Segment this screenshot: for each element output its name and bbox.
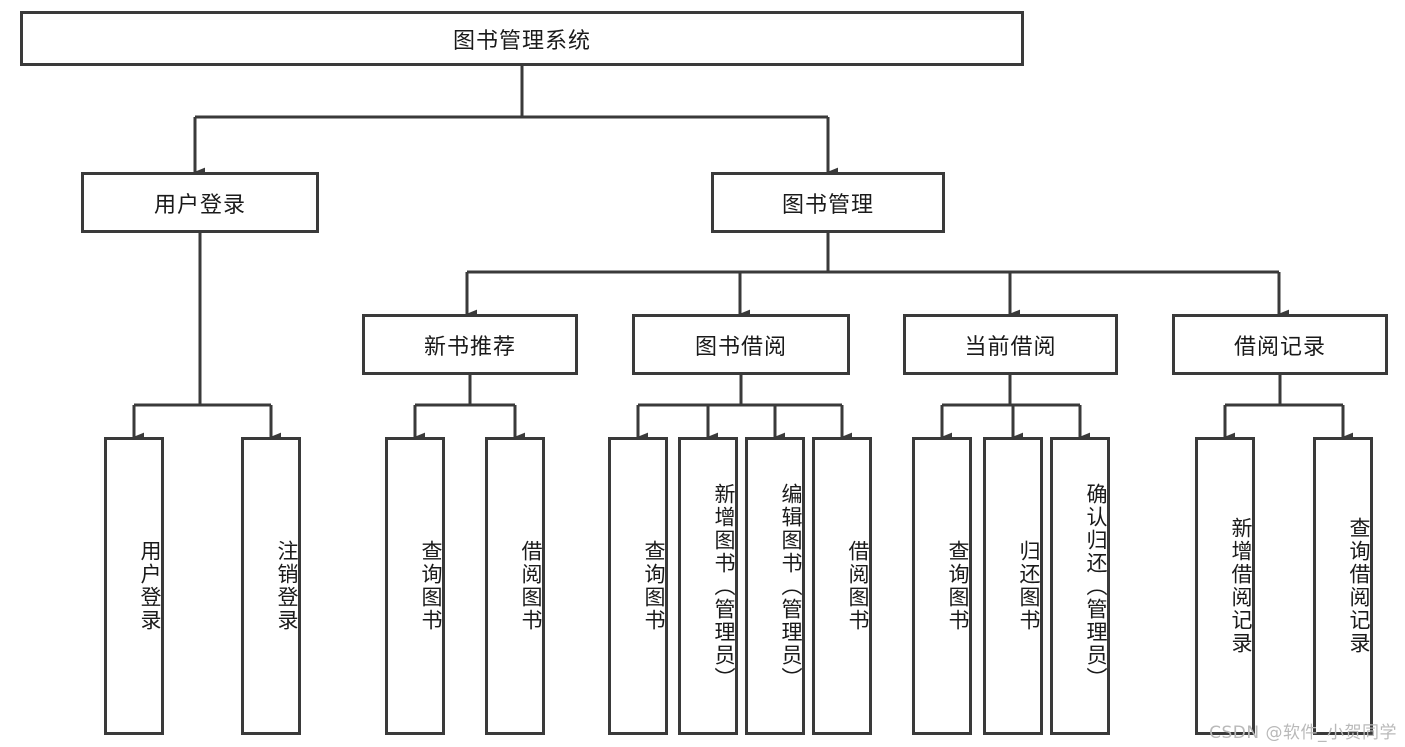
node-label: 编辑图书（管理员）	[779, 482, 803, 690]
node-borrow-record[interactable]: 借阅记录	[1172, 314, 1388, 375]
node-label: 借阅图书	[519, 540, 543, 632]
node-label: 注销登录	[275, 540, 299, 632]
node-leaf-add-book-admin[interactable]: 新增图书（管理员）	[678, 437, 738, 735]
node-new-book-recommend[interactable]: 新书推荐	[362, 314, 578, 375]
node-leaf-query-book-rec[interactable]: 查询图书	[385, 437, 445, 735]
node-leaf-return-book[interactable]: 归还图书	[983, 437, 1043, 735]
node-label: 新增图书（管理员）	[712, 482, 736, 690]
node-leaf-add-borrow-record[interactable]: 新增借阅记录	[1195, 437, 1255, 735]
node-label: 归还图书	[1017, 540, 1041, 632]
node-leaf-logout[interactable]: 注销登录	[241, 437, 301, 735]
node-leaf-borrow-book[interactable]: 借阅图书	[812, 437, 872, 735]
node-label: 当前借阅	[964, 334, 1057, 360]
node-leaf-edit-book-admin[interactable]: 编辑图书（管理员）	[745, 437, 805, 735]
node-label: 用户登录	[138, 540, 162, 632]
node-current-borrow[interactable]: 当前借阅	[903, 314, 1118, 375]
node-leaf-confirm-return-admin[interactable]: 确认归还（管理员）	[1050, 437, 1110, 735]
node-label: 借阅图书	[846, 540, 870, 632]
node-leaf-query-borrow-record[interactable]: 查询借阅记录	[1313, 437, 1373, 735]
node-label: 借阅记录	[1233, 334, 1326, 360]
node-book-borrow[interactable]: 图书借阅	[632, 314, 850, 375]
connector-paths	[132, 66, 1354, 442]
node-label: 查询图书	[946, 540, 970, 632]
node-leaf-query-book-borrow[interactable]: 查询图书	[608, 437, 668, 735]
node-label: 查询借阅记录	[1347, 517, 1371, 655]
node-label: 查询图书	[419, 540, 443, 632]
node-label: 确认归还（管理员）	[1084, 482, 1108, 690]
node-label: 图书管理系统	[452, 28, 591, 54]
node-label: 图书管理	[781, 192, 874, 218]
node-user-login[interactable]: 用户登录	[81, 172, 319, 233]
node-leaf-query-book-current[interactable]: 查询图书	[912, 437, 972, 735]
node-leaf-borrow-book-rec[interactable]: 借阅图书	[485, 437, 545, 735]
node-label: 用户登录	[153, 192, 246, 218]
node-leaf-user-login[interactable]: 用户登录	[104, 437, 164, 735]
node-label: 新书推荐	[423, 334, 516, 360]
watermark-text: CSDN @软件_小贺同学	[1209, 723, 1397, 743]
node-book-management[interactable]: 图书管理	[711, 172, 945, 233]
title-node-0[interactable]: 图书管理系统	[20, 11, 1024, 66]
node-label: 图书借阅	[694, 334, 787, 360]
node-label: 新增借阅记录	[1229, 517, 1253, 655]
node-label: 查询图书	[642, 540, 666, 632]
